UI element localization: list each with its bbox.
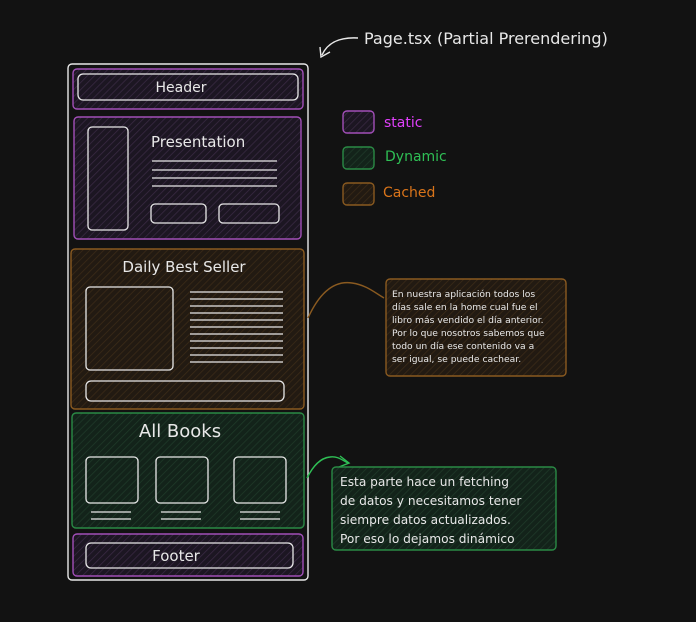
legend-label-static: static xyxy=(384,115,422,131)
dynamic-note-arrowhead xyxy=(338,455,351,468)
note-line: de datos y necesitamos tener xyxy=(340,494,522,508)
cached-note-text: En nuestra aplicación todos los días sale… xyxy=(392,289,545,365)
note-line: En nuestra aplicación todos los xyxy=(392,289,535,300)
cached-note: En nuestra aplicación todos los días sale… xyxy=(307,278,567,377)
dynamic-note-box xyxy=(331,466,557,551)
daily-best-seller-label: Daily Best Seller xyxy=(122,258,246,276)
books-dynamic-region xyxy=(71,412,305,529)
all-books-label: All Books xyxy=(139,421,221,442)
note-line: Por eso lo dejamos dinámico xyxy=(340,532,515,546)
title-arrow xyxy=(319,37,359,59)
header-static-region xyxy=(72,68,304,110)
daily-cached-region xyxy=(70,248,305,410)
note-line: Esta parte hace un fetching xyxy=(340,475,509,489)
presentation-button-2 xyxy=(218,203,280,224)
footer-section: Footer xyxy=(72,533,304,577)
note-line: todo un día ese contenido va a xyxy=(392,341,534,352)
legend-swatch-cached xyxy=(342,182,375,206)
footer-label: Footer xyxy=(152,547,201,565)
legend-swatch-dynamic xyxy=(342,146,375,170)
note-line: ser igual, se puede cachear. xyxy=(392,354,521,365)
presentation-section: Presentation xyxy=(73,116,302,240)
legend-label-cached: Cached xyxy=(383,185,435,201)
all-books-section: All Books xyxy=(71,412,305,529)
header-label: Header xyxy=(156,80,207,96)
legend-label-dynamic: Dynamic xyxy=(385,149,447,165)
footer-static-region xyxy=(72,533,304,577)
cached-note-box xyxy=(385,278,567,377)
daily-best-seller-section: Daily Best Seller xyxy=(70,248,305,410)
presentation-label: Presentation xyxy=(151,133,245,151)
note-line: Por lo que nosotros sabemos que xyxy=(392,328,545,339)
header-box xyxy=(77,73,299,101)
header-section: Header xyxy=(72,68,304,110)
diagram-title: Page.tsx (Partial Prerendering) xyxy=(364,29,608,48)
note-line: libro más vendido el día anterior. xyxy=(392,315,544,326)
legend: static Dynamic Cached xyxy=(342,110,447,206)
presentation-button-1 xyxy=(150,203,207,224)
presentation-image-placeholder xyxy=(87,126,129,231)
dynamic-note-text: Esta parte hace un fetching de datos y ne… xyxy=(340,475,522,546)
legend-swatch-static xyxy=(342,110,375,134)
note-line: siempre datos actualizados. xyxy=(340,513,511,527)
presentation-text-lines xyxy=(152,160,277,187)
note-line: días sale en la home cual fue el xyxy=(392,302,538,313)
book-card-3 xyxy=(233,456,287,504)
cached-note-connector xyxy=(307,281,385,319)
book-card-1 xyxy=(85,456,139,504)
dynamic-note: Esta parte hace un fetching de datos y ne… xyxy=(306,455,557,551)
page-frame xyxy=(67,63,309,581)
daily-action-bar xyxy=(85,380,285,402)
daily-book-cover xyxy=(85,286,174,371)
dynamic-note-arrow xyxy=(306,456,349,479)
footer-box xyxy=(85,542,294,569)
daily-text-lines xyxy=(190,291,283,363)
book-card-2 xyxy=(155,456,209,504)
book-card-text-lines xyxy=(91,511,280,520)
